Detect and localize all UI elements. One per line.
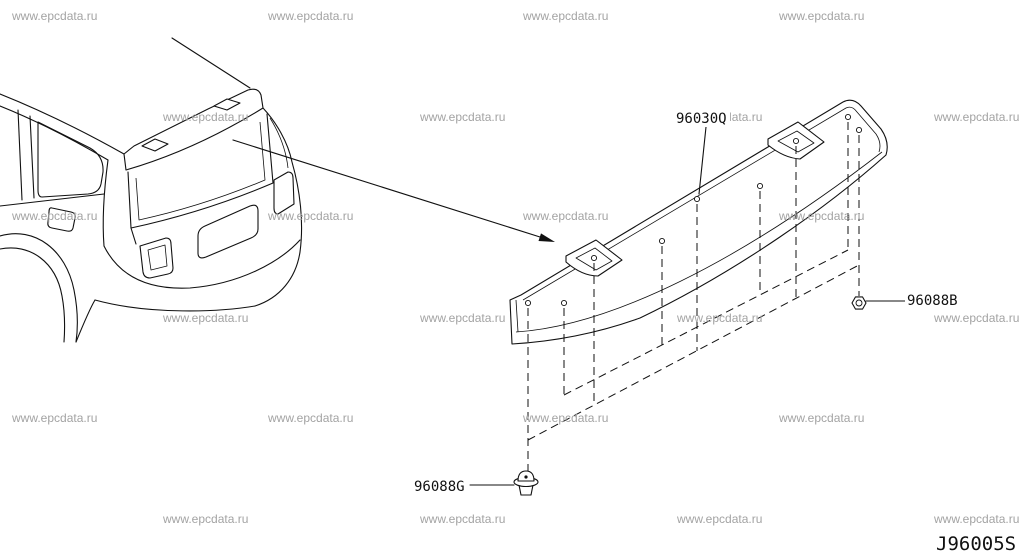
- mounting-hole: [756, 182, 764, 190]
- mounting-hole: [560, 299, 568, 307]
- watermark-text: www.epcdata.ru: [522, 9, 608, 23]
- watermark-text: www.epcdata.ru: [676, 512, 762, 526]
- mounting-holes: [524, 113, 863, 307]
- watermark-text: www.epcdata.ru: [11, 9, 97, 23]
- callout-96088B[interactable]: 96088B: [907, 293, 958, 309]
- diagram-code-background: [933, 534, 1019, 553]
- pad-left-top: [575, 247, 613, 271]
- callout-96030Q[interactable]: 96030Q: [676, 111, 727, 127]
- roof-rail-line: [0, 93, 125, 155]
- watermark-text: www.epcdata.ru: [778, 411, 864, 425]
- belt-line: [0, 193, 105, 207]
- tailgate-right-edge: [254, 107, 303, 307]
- vehicle-roof-spoiler: [123, 88, 264, 171]
- license-plate-recess: [197, 204, 259, 259]
- vehicle-rear-illustration: [0, 37, 303, 343]
- lower-body-line: [75, 299, 96, 343]
- rear-pillar-inner: [29, 115, 35, 199]
- tail-lamp-left: [139, 237, 174, 279]
- dashed-line: [527, 264, 860, 441]
- quarter-window: [37, 121, 104, 198]
- watermark-text: www.epcdata.ru: [419, 512, 505, 526]
- fuel-lid: [47, 207, 76, 232]
- body-side-line: [0, 105, 109, 161]
- spoiler-front-edge: [515, 151, 883, 333]
- leader-lines: [469, 126, 906, 486]
- bumper-lower-edge: [94, 299, 256, 312]
- watermark-text: www.epcdata.ru: [267, 209, 353, 223]
- watermark-text: www.epcdata.ru: [778, 9, 864, 23]
- clip-center-dot: [524, 475, 528, 479]
- clip-nut-icon: [851, 296, 867, 310]
- watermark-text: www.epcdata.ru: [522, 411, 608, 425]
- mounting-hole: [658, 237, 666, 245]
- tailgate-gap-line: [269, 117, 289, 169]
- watermark-text: www.epcdata.ru: [11, 411, 97, 425]
- mounting-hole: [590, 254, 598, 262]
- watermark-text: www.epcdata.ru: [933, 110, 1019, 124]
- mounting-hole: [693, 195, 701, 203]
- vehicle-spoiler-pad-right: [213, 98, 241, 111]
- wheel-arch-outer: [0, 233, 78, 343]
- watermark-text: www.epcdata.ru: [778, 209, 864, 223]
- callout-background: [673, 111, 730, 127]
- dashed-line: [563, 249, 849, 396]
- mounting-hole: [524, 299, 532, 307]
- tailgate-left-edge: [130, 227, 137, 245]
- diagram-code: J96005S: [936, 533, 1016, 553]
- arrow-head: [538, 233, 555, 242]
- rear-window: [127, 113, 274, 229]
- spoiler-ridge-line: [522, 106, 881, 301]
- mounting-hole: [855, 126, 863, 134]
- pad-right-top: [777, 130, 815, 153]
- push-clip-icon: [513, 470, 539, 496]
- wheel-arch-inner: [0, 247, 66, 343]
- watermark-text: www.epcdata.ru: [267, 9, 353, 23]
- vehicle-spoiler-body: [123, 88, 264, 171]
- rear-corner-line: [102, 159, 109, 247]
- spoiler-left-end-face: [515, 299, 519, 333]
- watermark-text: www.epcdata.ru: [522, 209, 608, 223]
- leader-96030Q: [698, 126, 707, 195]
- watermark-text: www.epcdata.ru: [419, 110, 505, 124]
- watermark-text: www.epcdata.ru: [162, 110, 248, 124]
- spoiler-outline: [509, 99, 888, 345]
- rear-window-frame: [135, 121, 266, 221]
- callout-96088G[interactable]: 96088G: [414, 479, 465, 495]
- spoiler-part-drawing: [509, 99, 888, 345]
- part-callouts: 96030Q 96088B 96088G J96005S: [412, 111, 1019, 553]
- watermark-text: www.epcdata.ru: [162, 311, 248, 325]
- nut-bore: [855, 299, 863, 307]
- watermark-text: www.epcdata.ru: [267, 411, 353, 425]
- roof-edge-line: [171, 37, 251, 89]
- watermark-text: www.epcdata.ru: [933, 512, 1019, 526]
- bumper-upper-edge: [103, 239, 301, 289]
- location-arrow: [232, 139, 555, 242]
- tail-lamp-left-lens: [147, 244, 168, 271]
- watermark-text: www.epcdata.ru: [419, 311, 505, 325]
- vehicle-spoiler-pad-left: [141, 138, 169, 152]
- watermark-text: www.epcdata.ru: [933, 311, 1019, 325]
- mounting-hole: [792, 137, 800, 145]
- mounting-hole: [844, 113, 852, 121]
- assembly-dashed-lines: [527, 122, 860, 471]
- watermark-text: www.epcdata.ru: [162, 512, 248, 526]
- watermark-layer: www.epcdata.ru www.epcdata.ru www.epcdat…: [11, 9, 1019, 526]
- callout-background: [412, 479, 469, 495]
- watermark-text: www.epcdata.ru: [676, 311, 762, 325]
- arrow-shaft: [232, 139, 541, 238]
- rear-pillar-outer: [17, 109, 23, 201]
- watermark-text: www.epcdata.ru: [11, 209, 97, 223]
- callout-background: [905, 293, 962, 309]
- tail-lamp-right: [273, 171, 295, 215]
